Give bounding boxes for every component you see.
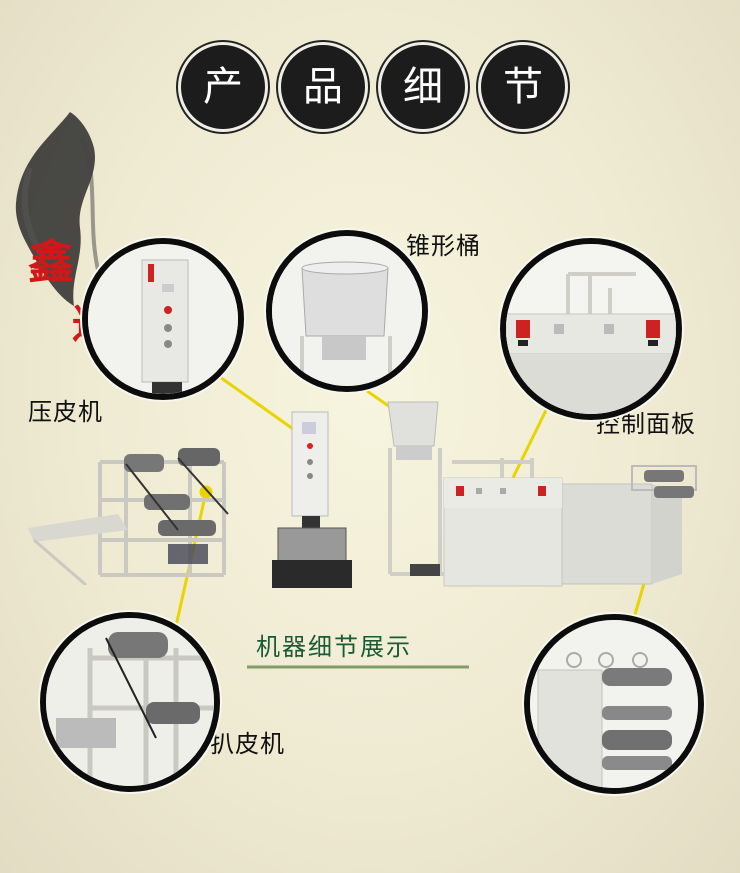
label-press-machine: 压皮机 — [28, 398, 103, 426]
title-char-2: 品 — [278, 42, 368, 132]
title-char-4: 节 — [478, 42, 568, 132]
title-char-1: 产 — [178, 42, 268, 132]
production-line-overview — [382, 398, 722, 588]
detail-cone-barrel — [266, 230, 428, 392]
label-peel-machine: 扒皮机 — [210, 730, 285, 758]
showcase-underline — [247, 665, 469, 669]
brand-logo: 鑫 达 — [10, 108, 140, 348]
detail-control-panel — [500, 238, 682, 420]
ink-brush-mark — [15, 112, 102, 306]
showcase-title: 机器细节展示 — [256, 633, 412, 661]
title-row: 产 品 细 节 — [178, 42, 568, 132]
detail-peel-machine — [40, 612, 220, 792]
label-cone-barrel: 锥形桶 — [406, 232, 481, 260]
press-machine-overview — [270, 410, 354, 590]
detail-dryer-rollers — [524, 614, 704, 794]
peel-machine-overview — [28, 440, 250, 585]
brand-char-1: 鑫 — [28, 235, 74, 289]
title-char-3: 细 — [378, 42, 468, 132]
detail-press-machine — [82, 238, 244, 400]
